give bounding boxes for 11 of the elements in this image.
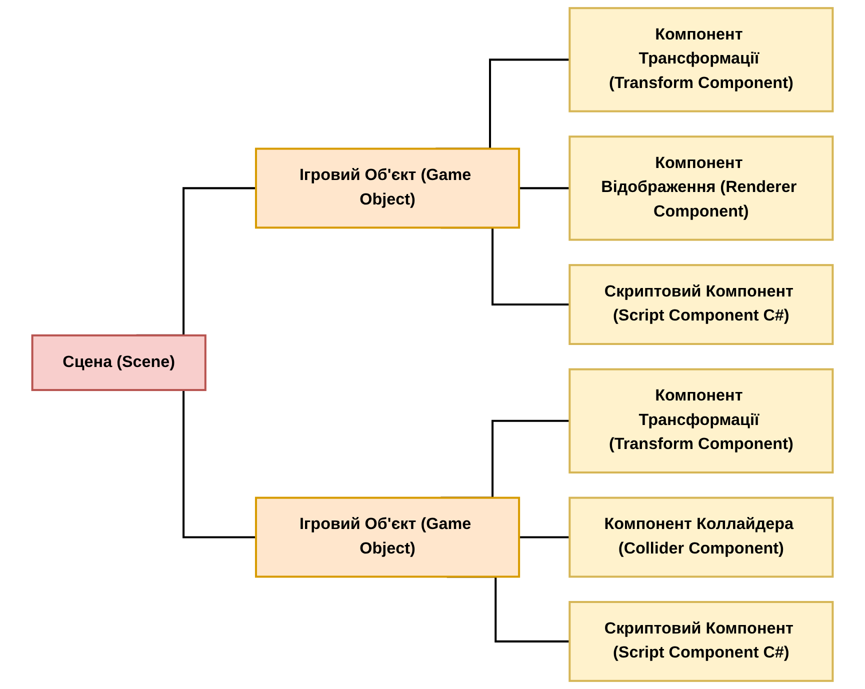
node-box: Компонент Коллайдера (Collider Component) bbox=[568, 496, 834, 578]
node-box: Компонент Трансформації (Transform Component) bbox=[568, 368, 834, 474]
node-box: Сцена (Scene) bbox=[31, 334, 206, 392]
connector bbox=[519, 187, 570, 190]
connector bbox=[519, 536, 570, 538]
node-box: Компонент Відображення (Renderer Component) bbox=[568, 136, 834, 241]
node-box: Ігровий Об'єкт (Game Object) bbox=[254, 496, 520, 578]
node-box: Компонент Трансформації (Transform Component) bbox=[568, 7, 834, 112]
node-box: Скриптовий Компонент (Script Component C#) bbox=[568, 264, 834, 345]
node-box: Ігровий Об'єкт (Game Object) bbox=[254, 148, 520, 229]
node-box: Скриптовий Компонент (Script Component C#) bbox=[568, 600, 834, 682]
